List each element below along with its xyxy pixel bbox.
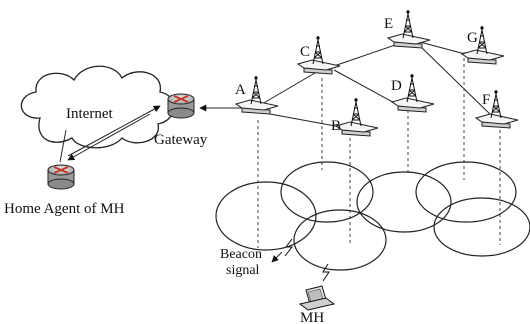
access-point-e: E: [384, 10, 431, 49]
node-label-f: F: [482, 92, 490, 108]
access-point-d: D: [390, 74, 435, 113]
cloud-links: [59, 104, 242, 163]
beacon-label-line2: signal: [226, 263, 260, 278]
tower-icon: [234, 76, 279, 115]
mh-signal-icon: [322, 263, 330, 282]
home-agent-label: Home Agent of MH: [4, 201, 125, 217]
beacon-label-line1: Beacon: [220, 247, 262, 262]
node-label-c: C: [300, 44, 310, 60]
access-points: A B C D E F G: [234, 10, 519, 137]
node-label-a: A: [235, 82, 246, 98]
tower-icon: [390, 74, 435, 113]
beacon-lightning-icon: [284, 238, 294, 257]
internet-label: Internet: [66, 106, 113, 122]
access-point-g: G: [460, 26, 505, 65]
mh-label: MH: [300, 310, 324, 324]
internet-cloud: [20, 65, 175, 149]
home-agent-router-icon: [47, 164, 75, 190]
tower-icon: [386, 10, 431, 49]
gateway-router-icon: [167, 93, 195, 119]
node-label-d: D: [391, 78, 402, 94]
node-label-g: G: [467, 30, 478, 46]
tower-icon: [296, 36, 341, 75]
tower-icon: [334, 98, 379, 137]
tower-icon: [474, 90, 519, 129]
beacon-arrow: [271, 251, 283, 263]
gateway-label: Gateway: [154, 132, 208, 148]
access-point-f: F: [474, 90, 519, 129]
laptop-icon: [298, 285, 336, 311]
access-point-c: C: [296, 36, 341, 75]
tower-icon: [460, 26, 505, 65]
coverage-cells: [215, 161, 530, 271]
access-point-b: B: [331, 98, 379, 137]
node-label-b: B: [331, 118, 341, 134]
backbone-links: [261, 41, 495, 131]
coverage-drops: [257, 52, 501, 248]
access-point-a: A: [234, 76, 279, 115]
node-label-e: E: [384, 16, 393, 32]
